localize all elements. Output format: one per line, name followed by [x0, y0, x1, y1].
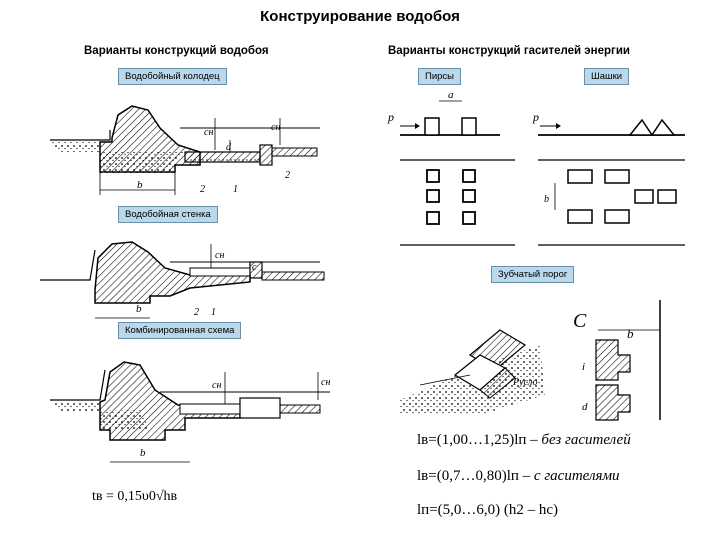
left-column-heading: Варианты конструкций водобоя [84, 45, 269, 57]
tag-piers: Пирсы [418, 68, 461, 85]
d3-label-c: cн [212, 380, 221, 391]
sill-label-c: C [573, 310, 587, 332]
d1-label-2b: 2 [285, 170, 290, 181]
diagram-piers-profile: p a [387, 89, 500, 136]
d2-label-b: b [136, 303, 142, 315]
sill-label-i: i [582, 361, 585, 373]
tag-toothed-sill: Зубчатый порог [491, 266, 575, 283]
block-label-b: b [544, 194, 549, 205]
formula-2-note: – с гасителями [518, 468, 620, 484]
d3-label-c2: cн [321, 377, 330, 388]
d1-label-c: cн [204, 127, 213, 138]
right-column-heading: Варианты конструкций гасителей энергии [388, 45, 630, 57]
diagram-piers-plan [400, 159, 515, 246]
d1-label-b: b [137, 179, 143, 191]
formula-jump-length: lп=(5,0…6,0) (h2 – hс) [417, 502, 558, 519]
formula-3-expr: lп=(5,0…6,0) (h2 – hс) [417, 502, 559, 518]
formula-without-dissipators: lв=(1,00…1,25)lп – без гасителей [417, 432, 631, 449]
diagram-toothed-sill-side: C b i d [573, 300, 661, 421]
pier-label-a: a [448, 89, 454, 101]
diagram-stilling-wall: cн c b 2 1 [40, 241, 325, 319]
tag-blocks: Шашки [584, 68, 630, 85]
d1-label-1: 1 [233, 184, 238, 195]
d1-label-d: d [226, 142, 232, 153]
tag-stilling-basin: Водобойный колодец [118, 68, 227, 85]
diagram-toothed-sill-perspective: Русло [400, 329, 545, 415]
diagram-blocks-profile: p [532, 110, 685, 136]
formula-1-note: – без гасителей [526, 432, 631, 448]
pier-label-p: p [387, 110, 394, 124]
formula-2-expr: lв=(0,7…0,80)lп [417, 468, 519, 484]
tag-stilling-wall: Водобойная стенка [118, 206, 218, 223]
block-label-p: p [532, 110, 539, 124]
sill-label-ruslo: Русло [512, 377, 537, 388]
tag-combined-scheme: Комбинированная схема [118, 322, 242, 339]
diagram-blocks-plan: b [538, 159, 685, 246]
diagram-combined-scheme: cн cн b [50, 361, 330, 463]
d2-label-c: cн [215, 250, 224, 261]
formula-with-dissipators: lв=(0,7…0,80)lп – с гасителями [417, 468, 620, 485]
d3-label-b: b [140, 447, 146, 459]
sill-label-b: b [627, 326, 634, 341]
sill-label-d: d [582, 401, 588, 413]
d2-label-2: 2 [194, 307, 199, 318]
formula-4-expr: tв = 0,15υ0√hв [92, 489, 178, 504]
diagram-stilling-basin: cн cн d b 2 1 2 [50, 105, 320, 195]
d1-label-2a: 2 [200, 184, 205, 195]
d2-label-c2: c [252, 262, 257, 273]
formula-1-expr: lв=(1,00…1,25)lп [417, 432, 527, 448]
formula-apron-thickness: tв = 0,15υ0√hв [92, 489, 177, 505]
page-title: Конструирование водобоя [260, 8, 460, 25]
d1-label-c2: cн [271, 122, 280, 133]
d2-label-1: 1 [211, 307, 216, 318]
